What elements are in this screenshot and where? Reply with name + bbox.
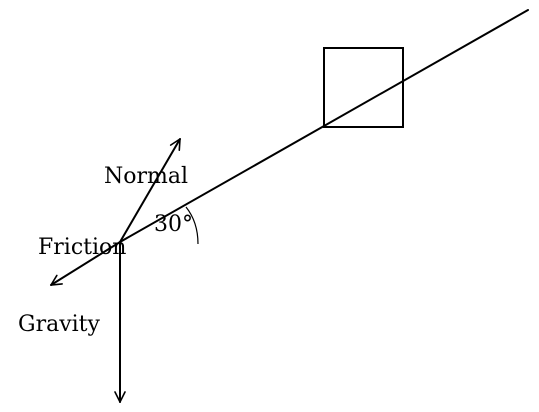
normal-label: Normal: [104, 164, 188, 189]
friction-label: Friction: [38, 235, 126, 260]
angle-arc: [185, 206, 199, 245]
block: [323, 47, 404, 128]
friction-force-arrow: [51, 241, 121, 286]
angle-label: 30°: [154, 212, 193, 237]
normal-force-arrow: [119, 139, 181, 243]
gravity-label: Gravity: [18, 312, 101, 337]
